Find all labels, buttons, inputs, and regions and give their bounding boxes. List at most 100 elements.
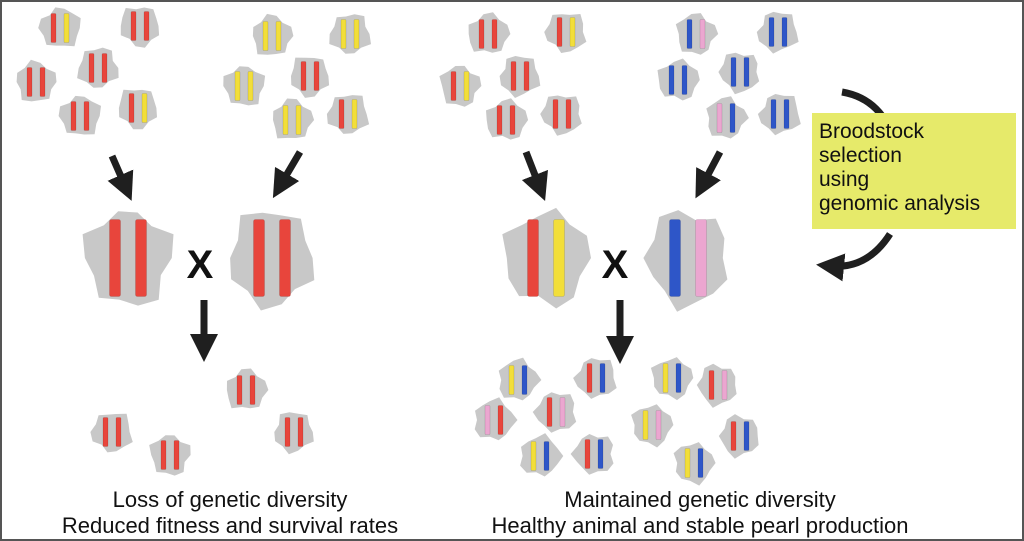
chromosome-red [730,421,737,451]
left-pop-a-cell [118,89,157,130]
cell-body [16,59,57,102]
cell-body [82,211,174,306]
arrow-right-pop-a-to-parent [521,150,548,202]
cell-body [499,56,541,98]
right-pop-b-cell [675,13,719,55]
cell-body [252,13,294,55]
chromosome-red [586,363,593,393]
right-offspring-cell [718,414,759,459]
cell-body [486,98,529,140]
right-offspring-cell [570,434,614,475]
cell-body [675,13,719,55]
cell-body [502,207,591,309]
right-offspring-cell [673,442,716,486]
cell-body [118,89,157,130]
left-pop-a-cell [58,95,101,135]
chromosome-red [510,61,517,91]
chromosome-red [249,375,256,405]
left-offspring-cell [90,413,133,453]
left-pop-b-cell [291,57,330,98]
right-pop-a-cell [544,14,587,53]
chromosome-red [338,99,345,129]
chromosome-yellow [295,105,302,135]
chromosome-yellow [247,71,254,101]
chromosome-blue [729,103,736,133]
cell-body [326,95,370,134]
chromosome-blue [675,363,682,393]
chromosome-yellow [530,441,537,471]
chromosome-blue [697,448,704,478]
right-offspring-cell [532,392,577,433]
chromosome-red [496,105,503,135]
chromosome-red [160,440,167,470]
callout-line-4: genomic analysis [819,192,981,215]
chromosome-red [70,101,77,131]
right-pop-a-cell [439,65,482,107]
cell-body [643,210,728,312]
cell-body [498,357,542,401]
arrow-right-pop-b-to-parent [695,150,724,199]
chromosome-blue [669,219,681,297]
chromosome-blue [768,17,775,47]
chromosome-red [279,219,291,297]
chromosome-red [173,440,180,470]
left-parent-2-cell [230,212,315,311]
chromosome-red [509,105,516,135]
chromosome-red [527,219,539,297]
callout-line-2: selection [819,144,902,167]
cell-body [544,14,587,53]
chromosome-red [497,405,504,435]
right-offspring-cell [696,363,737,408]
chromosome-yellow [351,99,358,129]
chromosome-red [26,67,33,97]
chromosome-red [130,11,137,41]
chromosome-pink [484,405,491,435]
cell-body [657,58,700,101]
left-caption: Loss of genetic diversity Reduced fitnes… [0,487,460,539]
chromosome-yellow [353,19,360,49]
chromosome-yellow [262,21,269,51]
chromosome-blue [770,99,777,129]
chromosome-red [128,93,135,123]
left-pop-b-cell [273,98,315,139]
chromosome-red [39,67,46,97]
chromosome-blue [681,65,688,95]
chromosome-red [253,219,265,297]
right-pop-b-cell [657,58,700,101]
left-pop-a-cell [16,59,57,102]
left-offspring-cell [226,368,269,409]
right-pop-b-cell [706,96,749,139]
cell-body [274,412,314,455]
chromosome-red [708,370,715,400]
chromosome-red [552,99,559,129]
left-pop-a-cell [120,7,160,48]
chromosome-red [88,53,95,83]
cell-body [673,442,716,486]
right-offspring-cell [498,357,542,401]
right-offspring-cell [650,357,694,401]
chromosome-yellow [642,410,649,440]
chromosome-yellow [569,17,576,47]
left-offspring-cell [274,412,314,455]
left-caption-line-1: Loss of genetic diversity [112,487,348,512]
right-offspring-cell [573,358,617,399]
cell-body [273,98,315,139]
right-caption-line-2: Healthy animal and stable pearl producti… [491,513,909,538]
right-offspring-cell [520,433,564,477]
left-caption-line-2: Reduced fitness and survival rates [61,513,399,538]
broodstock-selection-callout: Broodstock selection using genomic analy… [812,113,1016,229]
cell-body [520,433,564,477]
chromosome-pink [699,19,706,49]
chromosome-red [297,417,304,447]
chromosome-pink [655,410,662,440]
right-parent-1-cell [502,207,591,309]
chromosome-yellow [340,19,347,49]
cell-body [439,65,482,107]
left-pop-a-cell [38,7,81,47]
right-pop-a-cell [486,98,529,140]
chromosome-blue [730,57,737,87]
cell-body [532,392,577,433]
chromosome-red [523,61,530,91]
chromosome-red [115,417,122,447]
